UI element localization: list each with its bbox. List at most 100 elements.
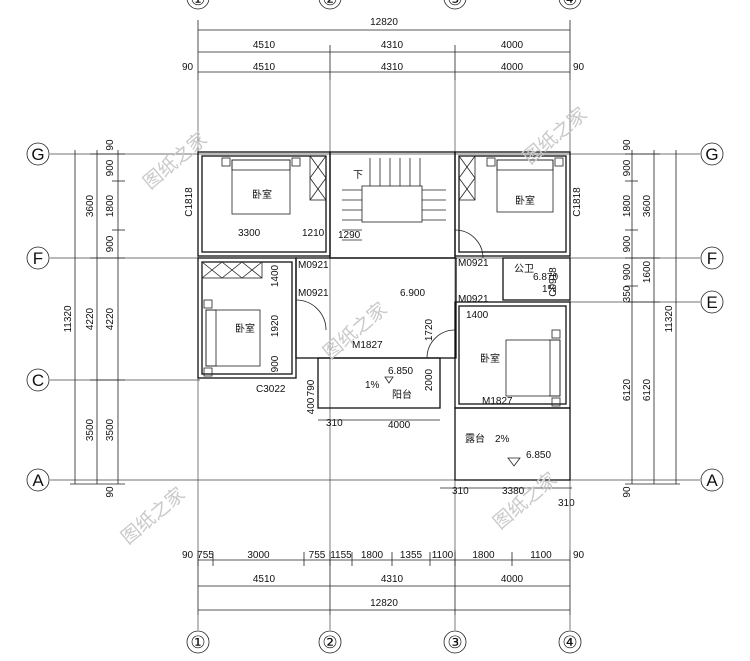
axis-bottom-1: ① [190, 633, 205, 652]
int-dim-310-b: 310 [452, 486, 469, 497]
left-dim-3500-outer: 3500 [105, 418, 116, 441]
door-code-2: M0921 [298, 288, 329, 299]
left-axis-bubbles: G F C A [26, 142, 50, 492]
left-dimensions: 900 1800 900 4220 3500 3600 4220 3500 11… [63, 139, 125, 498]
bottom-detail-dim: 755 [197, 550, 214, 561]
bed-right [505, 329, 561, 407]
bottom-axis-bubbles: ① ② ③ ④ [186, 615, 582, 654]
top-bay1-dim-2: 4510 [253, 62, 276, 73]
bed-left [203, 299, 261, 377]
level-terrace: 6.850 [526, 450, 551, 461]
int-dim-400: 400 [306, 397, 317, 414]
int-dim-3300: 3300 [238, 228, 261, 239]
room-labels: 卧室 卧室 卧室 卧室 公卫 阳台 露台 下 [235, 170, 535, 445]
levels-slopes: 6.900 6.870 6.850 6.850 1% 1% 2% [365, 272, 558, 467]
axis-right-a: A [706, 471, 718, 490]
bottom-detail-dim: 1100 [432, 550, 454, 561]
int-dim-1400-a: 1400 [270, 264, 281, 287]
axis-top-4: ④ [562, 0, 577, 9]
top-total-dim: 12820 [370, 17, 398, 28]
left-dim-1800: 1800 [105, 194, 116, 217]
window-code-4: C0918 [548, 267, 559, 297]
left-dim-3500: 3500 [85, 418, 96, 441]
window-code-1: C1818 [184, 187, 195, 217]
watermark-1: 图纸之家 [139, 128, 211, 194]
int-dim-3380: 3380 [502, 486, 525, 497]
bottom-detail-dim: 755 [309, 550, 326, 561]
door-code-5: M1827 [352, 340, 383, 351]
axis-right-g: G [705, 145, 718, 164]
slope-terrace: 2% [495, 434, 510, 445]
axis-left-c: C [32, 371, 44, 390]
door-code-4: M0921 [458, 294, 489, 305]
bottom-edge-dim-left: 90 [182, 550, 194, 561]
interior-dimensions: 3300 1210 1290 1400 1920 900 1720 2000 7… [238, 228, 575, 509]
stair-down-mark: 下 [353, 170, 363, 181]
int-dim-1290: 1290 [338, 230, 361, 241]
top-edge-dim-left: 90 [182, 62, 194, 73]
top-bay3-dim: 4000 [501, 40, 524, 51]
window-code-3: C3022 [256, 384, 286, 395]
int-dim-310-c: 310 [558, 498, 575, 509]
int-dim-1210: 1210 [302, 228, 325, 239]
bottom-detail-dim: 3000 [247, 550, 270, 561]
top-bay3-dim-2: 4000 [501, 62, 524, 73]
right-dim-total: 11320 [664, 305, 675, 333]
slope-balcony: 1% [365, 380, 380, 391]
axis-top-2: ② [322, 0, 337, 9]
bottom-detail-dim: 1100 [530, 550, 552, 561]
axis-bottom-4: ④ [562, 633, 577, 652]
right-dim-350: 350 [622, 285, 633, 302]
right-dim-900-top: 900 [622, 159, 633, 176]
axis-top-1: ① [190, 0, 205, 9]
int-dim-310-a: 310 [326, 418, 343, 429]
left-dim-90-bottom: 90 [105, 486, 116, 498]
building-walls [197, 151, 571, 481]
top-dimensions: 12820 4510 4310 4000 4510 4310 4000 90 9… [182, 17, 585, 80]
right-dim-900-low: 900 [622, 263, 633, 280]
bottom-bay1-dim: 4510 [253, 574, 276, 585]
door-code-1: M0921 [298, 260, 329, 271]
bottom-detail-dim: 1355 [400, 550, 423, 561]
right-dim-900-mid: 900 [622, 235, 633, 252]
right-dim-6120: 6120 [642, 378, 653, 401]
left-dim-4220: 4220 [85, 307, 96, 330]
int-dim-4000: 4000 [388, 420, 411, 431]
int-dim-2000: 2000 [424, 368, 435, 391]
room-balcony: 阳台 [392, 388, 412, 401]
door-code-6: M1827 [482, 396, 513, 407]
right-dim-1800: 1800 [622, 194, 633, 217]
room-bedroom-top-right: 卧室 [515, 194, 535, 207]
room-toilet: 公卫 [514, 264, 534, 275]
level-balcony: 6.850 [388, 366, 413, 377]
bottom-bay3-dim: 4000 [501, 574, 524, 585]
level-hall: 6.900 [400, 288, 425, 299]
axis-top-3: ③ [447, 0, 462, 9]
left-dim-900-bottom: 900 [105, 235, 116, 252]
room-terrace: 露台 [465, 432, 485, 445]
right-dim-90-top: 90 [622, 139, 633, 151]
left-dim-3600: 3600 [85, 194, 96, 217]
int-dim-1400-b: 1400 [466, 310, 489, 321]
int-dim-1920: 1920 [270, 314, 281, 337]
room-bedroom-top-left: 卧室 [252, 188, 272, 201]
bottom-detail-dim: 1800 [361, 550, 384, 561]
door-code-3: M0921 [458, 258, 489, 269]
right-dim-3600: 3600 [642, 194, 653, 217]
right-axis-bubbles: G F E A [700, 142, 724, 492]
room-bedroom-right: 卧室 [480, 352, 500, 365]
axis-left-g: G [31, 145, 44, 164]
window-code-2: C1818 [572, 187, 583, 217]
top-axis-bubbles: ① ② ③ ④ [186, 0, 582, 10]
right-dimensions: 900 1800 900 900 350 1600 3600 6120 6120… [622, 139, 680, 498]
bed-top-right [486, 157, 564, 213]
bottom-total-dim: 12820 [370, 598, 398, 609]
watermark-5: 图纸之家 [489, 468, 561, 534]
watermark-4: 图纸之家 [117, 483, 189, 549]
right-dim-90-bottom: 90 [622, 486, 633, 498]
top-edge-dim-right: 90 [573, 62, 585, 73]
axis-right-f: F [707, 249, 717, 268]
left-dim-900-top: 900 [105, 159, 116, 176]
